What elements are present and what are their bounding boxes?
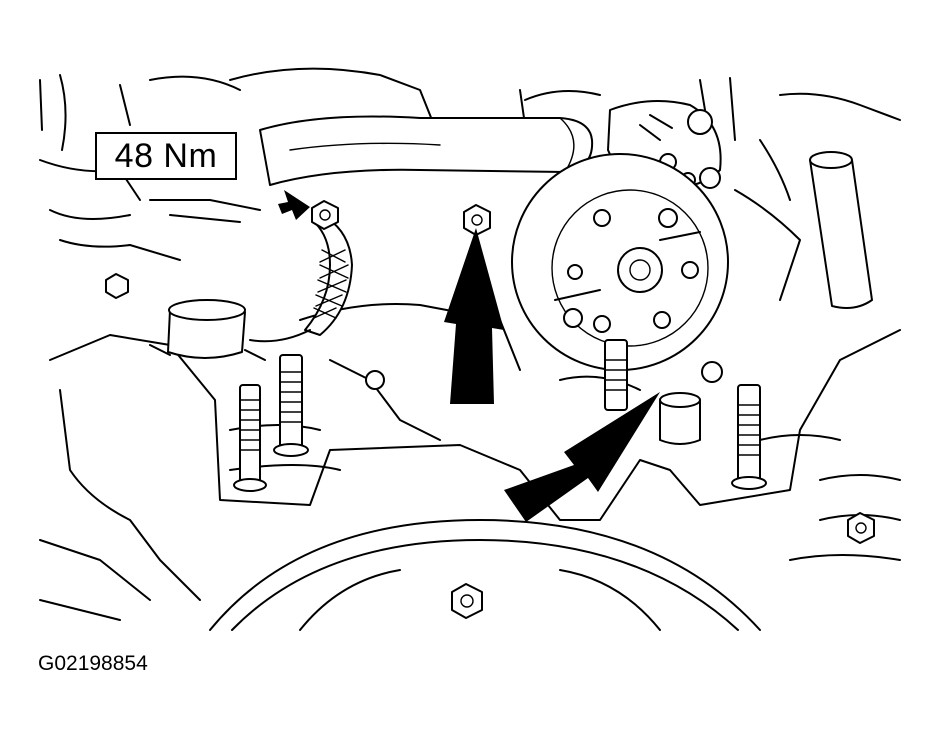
torque-callout: 48 Nm <box>95 132 237 180</box>
bellhousing-arc <box>209 519 761 631</box>
sensor-cylinder <box>149 299 266 361</box>
torque-value: 48 Nm <box>114 136 218 175</box>
upward-arrow-icon <box>444 228 504 404</box>
diagonal-arrow-icon <box>504 392 660 522</box>
upper-background-outlines <box>39 67 901 261</box>
fasteners <box>105 200 875 619</box>
upper-pipe <box>259 115 594 186</box>
arrows <box>278 190 660 522</box>
small-pointer-arrow-icon <box>278 190 310 220</box>
ground-strap <box>249 214 353 343</box>
pulley-hub <box>511 153 729 371</box>
threaded-studs <box>233 339 767 492</box>
figure-id: G02198854 <box>38 652 148 675</box>
right-pipe <box>734 139 873 309</box>
